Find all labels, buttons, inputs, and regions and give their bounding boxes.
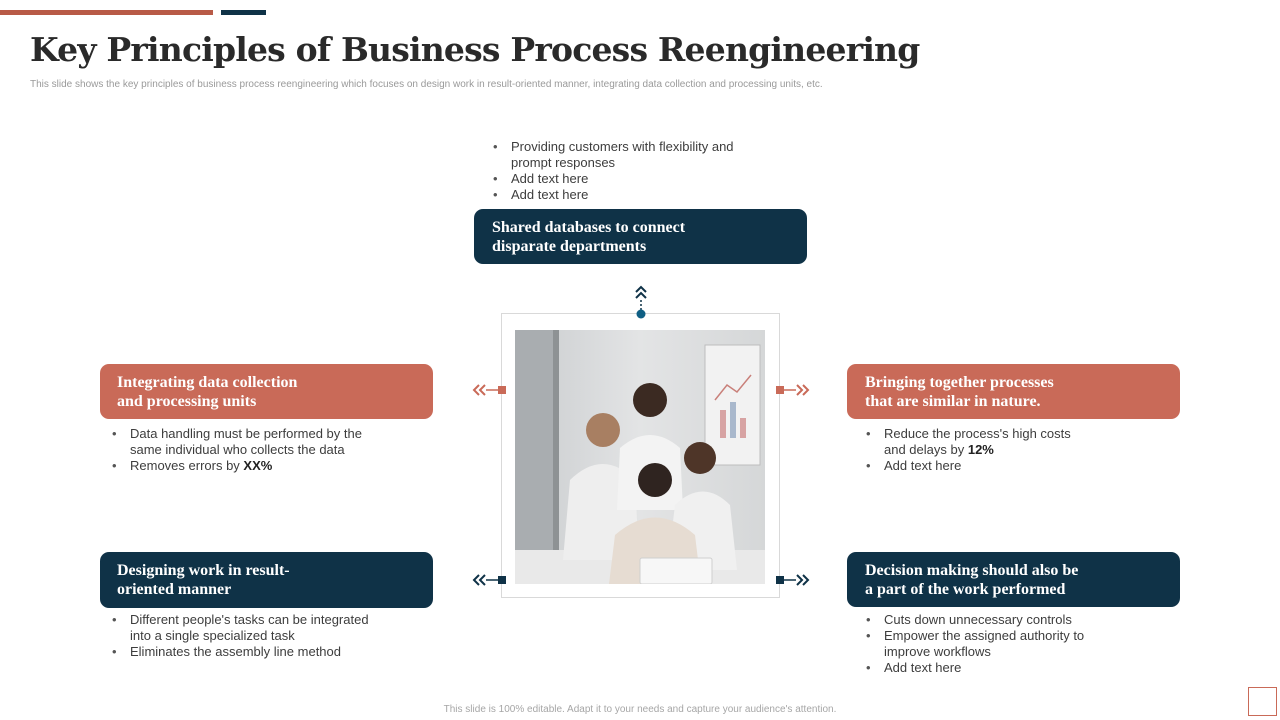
decision-making-box: Decision making should also be a part of… xyxy=(847,552,1180,607)
right-middle-bullet-2: Add text here xyxy=(866,458,1091,474)
right-bottom-bullet-1: Cuts down unnecessary controls xyxy=(866,612,1101,628)
left-bottom-bullet-1: Different people's tasks can be integrat… xyxy=(112,612,387,644)
decision-making-line1: Decision making should also be xyxy=(865,561,1079,579)
accent-bar-dark xyxy=(221,10,266,15)
corner-marker xyxy=(1248,687,1277,716)
bringing-together-line2: that are similar in nature. xyxy=(865,392,1041,410)
right-bottom-bullet-3: Add text here xyxy=(866,660,1101,676)
accent-bar-red xyxy=(0,10,213,15)
bringing-together-line1: Bringing together processes xyxy=(865,373,1054,391)
integrating-data-line1: Integrating data collection xyxy=(117,373,298,391)
right-bottom-bullets: Cuts down unnecessary controls Empower t… xyxy=(866,612,1101,676)
decision-making-line2: a part of the work performed xyxy=(865,580,1066,598)
shared-databases-line1: Shared databases to connect xyxy=(492,218,686,236)
team-meeting-photo xyxy=(515,330,765,584)
chevron-up-icon xyxy=(635,285,647,319)
designing-work-line1: Designing work in result- xyxy=(117,562,290,579)
slide-footer: This slide is 100% editable. Adapt it to… xyxy=(443,704,837,715)
right-bottom-bullet-2: Empower the assigned authority to improv… xyxy=(866,628,1101,660)
shared-databases-line2: disparate departments xyxy=(492,237,647,255)
chevron-right-icon xyxy=(776,574,810,586)
top-bullet-2: Add text here xyxy=(493,171,753,187)
shared-databases-box: Shared databases to connect disparate de… xyxy=(474,209,807,264)
left-middle-bullet-2: Removes errors by XX% xyxy=(112,458,377,474)
designing-work-line2: oriented manner xyxy=(117,581,232,598)
integrating-data-line2: and processing units xyxy=(117,392,257,410)
top-bullets: Providing customers with flexibility and… xyxy=(493,139,753,203)
left-middle-bullets: Data handling must be performed by the s… xyxy=(112,426,377,474)
chevron-left-icon xyxy=(472,574,506,586)
top-bullet-3: Add text here xyxy=(493,187,753,203)
left-bottom-bullets: Different people's tasks can be integrat… xyxy=(112,612,387,660)
right-middle-bullets: Reduce the process's high costs and dela… xyxy=(866,426,1091,474)
designing-work-box: Designing work in result- oriented manne… xyxy=(100,552,433,608)
top-bullet-1: Providing customers with flexibility and… xyxy=(493,139,753,171)
right-middle-bullet-1: Reduce the process's high costs and dela… xyxy=(866,426,1091,458)
left-middle-bullet-1: Data handling must be performed by the s… xyxy=(112,426,377,458)
slide-subtitle: This slide shows the key principles of b… xyxy=(30,79,823,90)
integrating-data-box: Integrating data collection and processi… xyxy=(100,364,433,419)
slide-title: Key Principles of Business Process Reeng… xyxy=(30,30,920,69)
chevron-right-icon xyxy=(776,384,810,396)
left-bottom-bullet-2: Eliminates the assembly line method xyxy=(112,644,387,660)
bringing-together-box: Bringing together processes that are sim… xyxy=(847,364,1180,419)
chevron-left-icon xyxy=(472,384,506,396)
